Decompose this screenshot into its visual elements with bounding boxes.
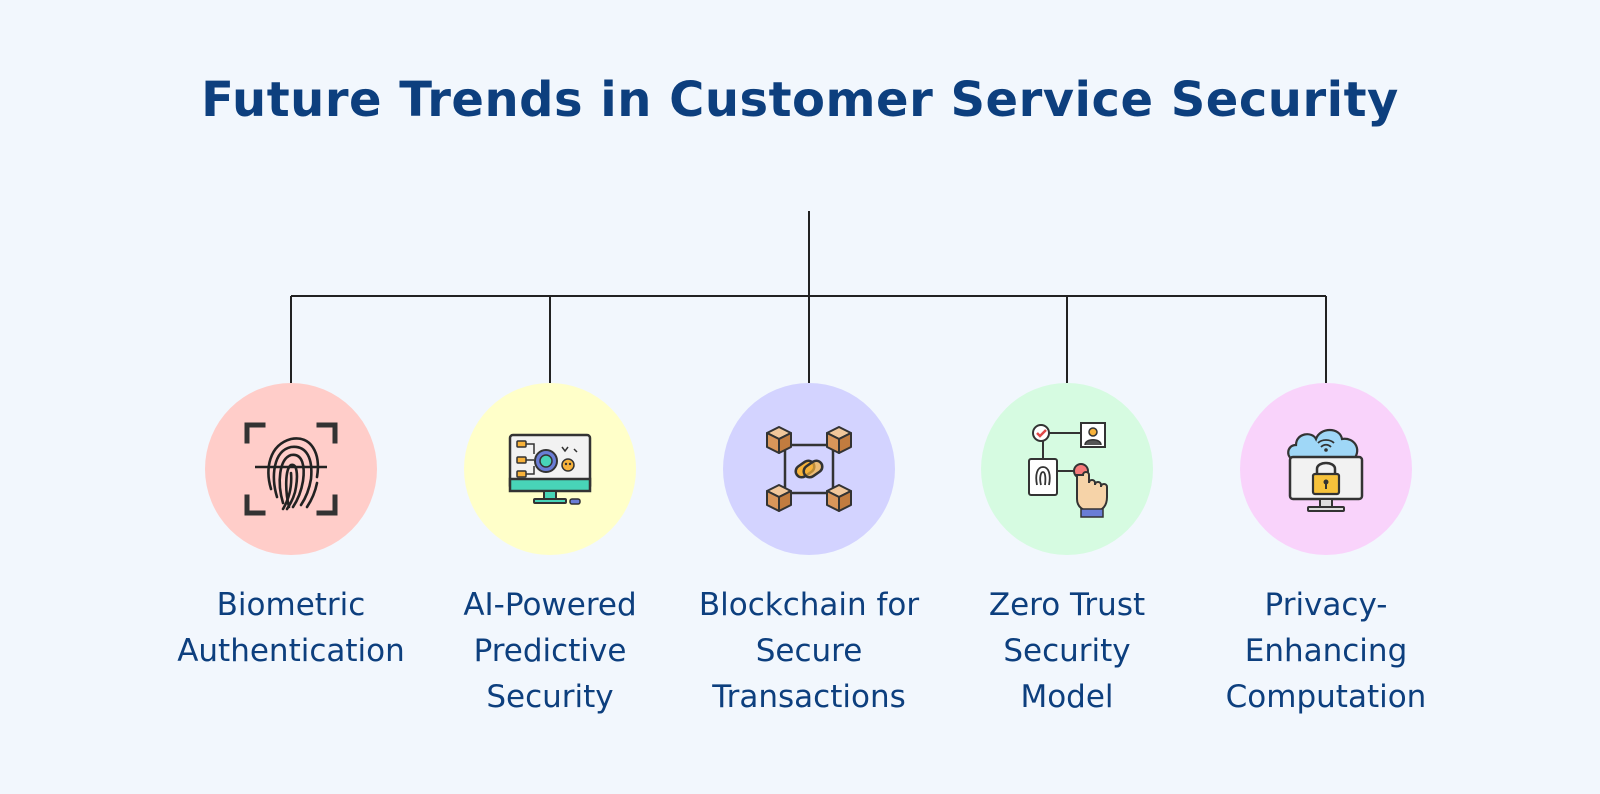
node-zero-trust-security-model bbox=[981, 383, 1153, 555]
label-line: Transactions bbox=[712, 679, 906, 715]
cloud-lock-monitor-icon bbox=[1287, 428, 1364, 512]
label-line: Computation bbox=[1225, 679, 1427, 715]
label-line: Enhancing bbox=[1244, 633, 1408, 669]
label-line: Security bbox=[1003, 633, 1131, 669]
blockchain-icon bbox=[766, 426, 852, 512]
label-line: Zero Trust bbox=[988, 587, 1146, 623]
node-privacy-enhancing-computation bbox=[1240, 383, 1412, 555]
label-line: Predictive bbox=[473, 633, 627, 669]
ai-monitor-icon bbox=[508, 433, 592, 505]
node-ai-powered-predictive-security bbox=[464, 383, 636, 555]
node-biometric-authentication bbox=[205, 383, 377, 555]
label-line: Privacy- bbox=[1264, 587, 1388, 623]
label-line: Model bbox=[1020, 679, 1114, 715]
fingerprint-icon bbox=[244, 422, 338, 516]
label-line: Secure bbox=[755, 633, 863, 669]
node-blockchain-secure-transactions bbox=[723, 383, 895, 555]
page-title: Future Trends in Customer Service Securi… bbox=[201, 72, 1399, 128]
zero-trust-icon bbox=[1028, 422, 1108, 518]
label-line: Blockchain for bbox=[698, 587, 920, 623]
label-line: Biometric bbox=[216, 587, 366, 623]
label-line: AI-Powered bbox=[463, 587, 637, 623]
label-line: Authentication bbox=[177, 633, 405, 669]
label-line: Security bbox=[486, 679, 614, 715]
